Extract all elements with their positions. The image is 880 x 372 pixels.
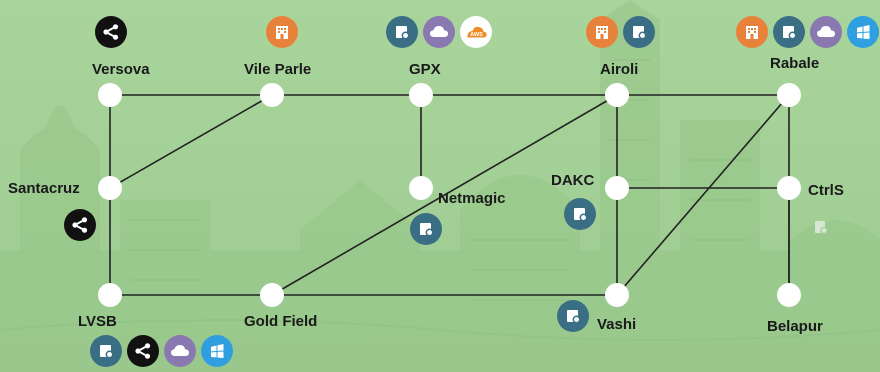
node-label-goldfield: Gold Field: [244, 313, 318, 330]
cloud-icon: [164, 335, 196, 367]
node-label-airoli: Airoli: [600, 61, 639, 78]
node-label-ctrls: CtrlS: [808, 182, 844, 199]
node-label-versova: Versova: [92, 61, 150, 78]
icon-group-ctrls: [811, 217, 831, 237]
cloud-icon: [423, 16, 455, 48]
edge-vileparle-santacruz: [109, 94, 273, 189]
edge-rabale-vashi: [616, 94, 790, 296]
node-label-lvsb: LVSB: [78, 313, 117, 330]
edge-airoli-goldfield: [271, 94, 618, 296]
node-vileparle[interactable]: [260, 83, 284, 107]
server-icon-faint: [811, 217, 831, 237]
node-vashi[interactable]: [605, 283, 629, 307]
aws-icon: AWS: [460, 16, 492, 48]
node-label-dakc: DAKC: [551, 172, 595, 189]
node-gpx[interactable]: [409, 83, 433, 107]
server-icon: [386, 16, 418, 48]
node-label-gpx: GPX: [409, 61, 441, 78]
icon-group-airoli: [586, 16, 655, 48]
icon-group-lvsb: [90, 335, 233, 367]
node-ctrls[interactable]: [777, 176, 801, 200]
node-santacruz[interactable]: [98, 176, 122, 200]
cloud-icon: [810, 16, 842, 48]
server-icon: [557, 300, 589, 332]
node-belapur[interactable]: [777, 283, 801, 307]
node-netmagic[interactable]: [409, 176, 433, 200]
node-versova[interactable]: [98, 83, 122, 107]
icon-group-rabale: [736, 16, 879, 48]
server-icon: [773, 16, 805, 48]
svg-text:AWS: AWS: [470, 32, 483, 38]
icon-group-vileparle: [266, 16, 298, 48]
node-label-vashi: Vashi: [597, 316, 637, 333]
icon-group-netmagic: [410, 213, 442, 245]
icon-group-versova: [95, 16, 127, 48]
node-label-netmagic: Netmagic: [438, 190, 506, 207]
icon-group-gpx: AWS: [386, 16, 492, 48]
building-icon: [266, 16, 298, 48]
node-label-santacruz: Santacruz: [8, 180, 80, 197]
icon-group-dakc: [564, 198, 596, 230]
server-icon: [90, 335, 122, 367]
share-icon: [127, 335, 159, 367]
windows-icon: [201, 335, 233, 367]
icon-group-vashi: [557, 300, 589, 332]
icon-group-santacruz: [64, 209, 96, 241]
building-icon: [586, 16, 618, 48]
server-icon: [564, 198, 596, 230]
node-lvsb[interactable]: [98, 283, 122, 307]
server-icon: [623, 16, 655, 48]
windows-icon: [847, 16, 879, 48]
node-label-rabale: Rabale: [770, 55, 820, 72]
share-icon: [64, 209, 96, 241]
node-dakc[interactable]: [605, 176, 629, 200]
node-label-belapur: Belapur: [767, 318, 823, 335]
server-icon: [410, 213, 442, 245]
node-airoli[interactable]: [605, 83, 629, 107]
node-rabale[interactable]: [777, 83, 801, 107]
building-icon: [736, 16, 768, 48]
share-icon: [95, 16, 127, 48]
node-label-vileparle: Vile Parle: [244, 61, 312, 78]
node-goldfield[interactable]: [260, 283, 284, 307]
